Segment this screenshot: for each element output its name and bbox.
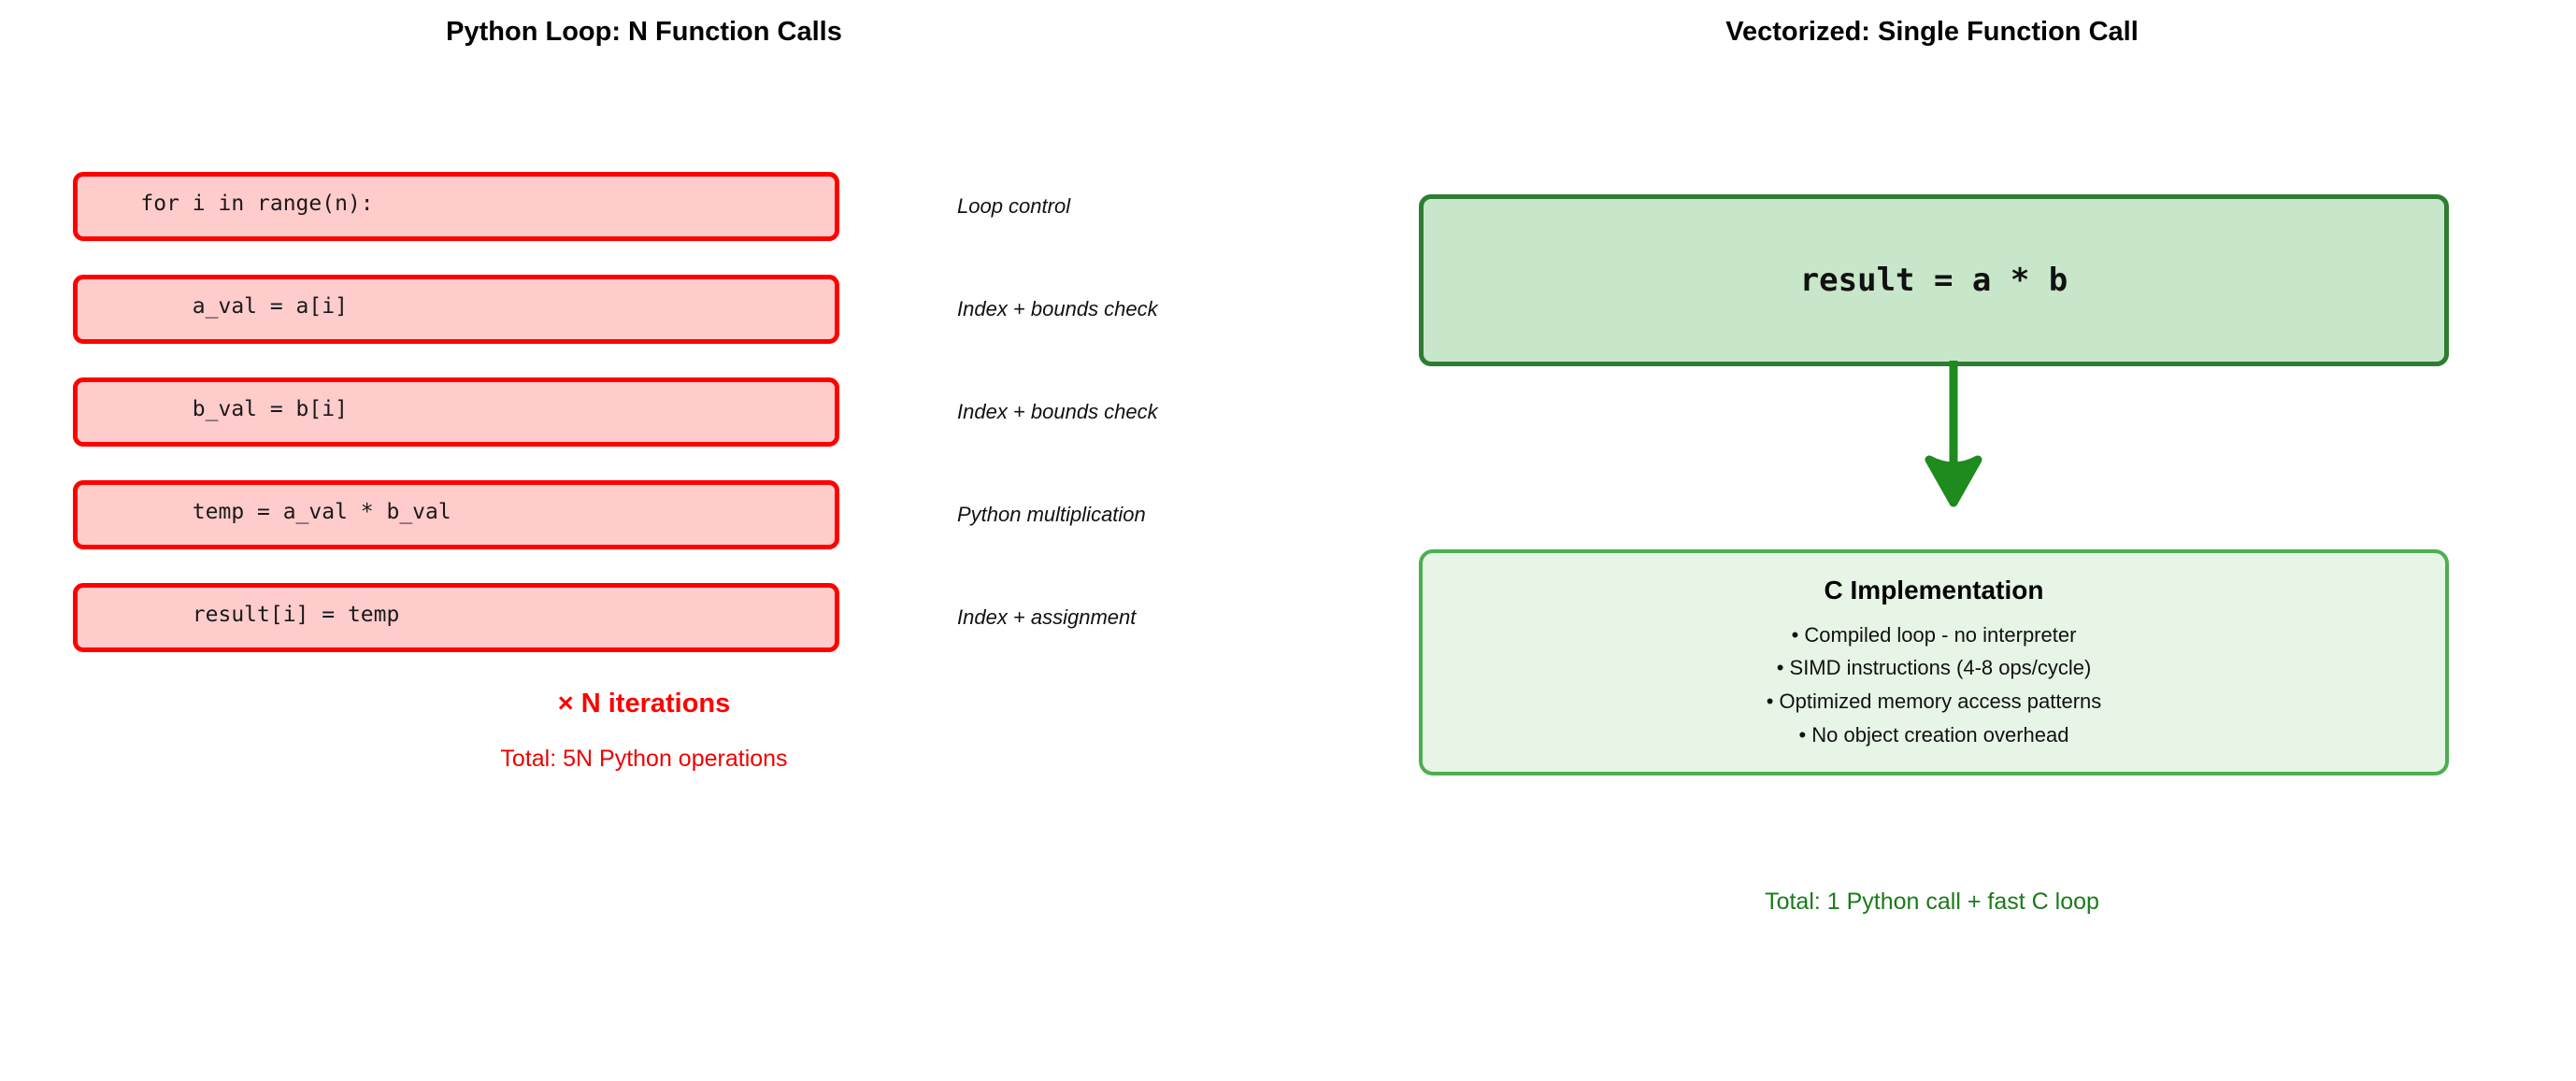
c-implementation-bullet: • SIMD instructions (4-8 ops/cycle) <box>1776 656 2092 680</box>
left-column-title: Python Loop: N Function Calls <box>446 17 842 47</box>
code-step-box: for i in range(n): <box>73 172 839 241</box>
code-step-text: b_val = b[i] <box>89 396 348 421</box>
code-step-note: Index + bounds check <box>957 297 1158 320</box>
c-implementation-bullet: • Optimized memory access patterns <box>1766 690 2102 713</box>
code-step-note: Python multiplication <box>957 503 1146 526</box>
c-implementation-title: C Implementation <box>1824 575 2044 605</box>
code-step-note: Index + bounds check <box>957 400 1158 423</box>
code-step-text: temp = a_val * b_val <box>89 499 451 524</box>
down-arrow-icon <box>1925 361 1982 507</box>
vectorized-call-box: result = a * b <box>1419 194 2449 366</box>
vectorized-call-code: result = a * b <box>1799 262 2068 299</box>
python-loop-total-label: Total: 5N Python operations <box>500 746 788 772</box>
code-step-note: Loop control <box>957 194 1071 218</box>
code-step-box: result[i] = temp <box>73 583 839 652</box>
iterations-multiplier-label: × N iterations <box>557 689 731 718</box>
c-implementation-bullet-list: • Compiled loop - no interpreter • SIMD … <box>1767 619 2102 752</box>
code-step-text: for i in range(n): <box>89 191 374 216</box>
code-step-text: result[i] = temp <box>89 602 400 627</box>
right-column-title: Vectorized: Single Function Call <box>1725 17 2139 47</box>
vectorized-total-label: Total: 1 Python call + fast C loop <box>1765 889 2099 915</box>
c-implementation-box: C Implementation • Compiled loop - no in… <box>1419 549 2449 775</box>
code-step-box: a_val = a[i] <box>73 275 839 344</box>
c-implementation-bullet: • No object creation overhead <box>1798 722 2069 747</box>
c-implementation-bullet: • Compiled loop - no interpreter <box>1791 622 2077 647</box>
code-step-note: Index + assignment <box>957 605 1137 629</box>
code-step-text: a_val = a[i] <box>89 293 348 319</box>
code-step-box: temp = a_val * b_val <box>73 480 839 549</box>
code-step-box: b_val = b[i] <box>73 377 839 447</box>
